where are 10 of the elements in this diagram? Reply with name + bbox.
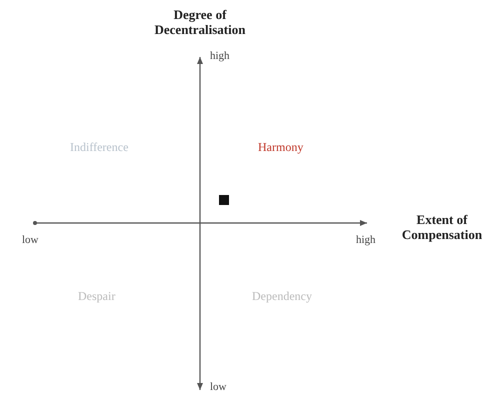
axis-tick-label: high	[356, 234, 376, 247]
quadrant-label: Dependency	[252, 290, 312, 304]
axis-tick-label: high	[210, 50, 230, 63]
quadrant-label: Indifference	[70, 141, 128, 155]
quadrant-label: Harmony	[258, 141, 304, 155]
quadrant-label: Despair	[78, 290, 116, 304]
axis-title: Extent of Compensation	[400, 213, 484, 243]
axis-tick-label: low	[22, 234, 38, 247]
axis-tick-label: low	[210, 381, 226, 394]
axis-title: Degree of Decentralisation	[154, 8, 246, 38]
